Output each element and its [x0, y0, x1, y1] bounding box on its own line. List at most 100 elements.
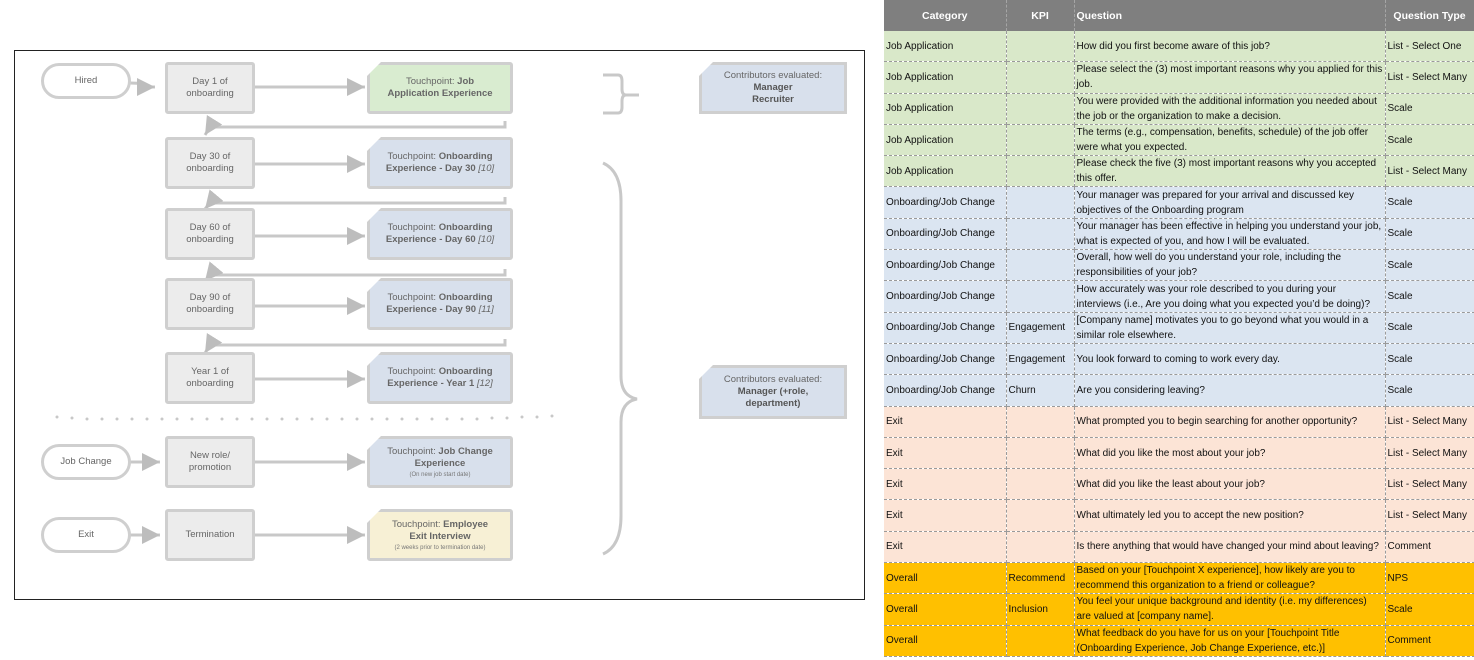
table-row: Job Application Please check the five (3)…: [884, 155, 1474, 188]
cell-question: Is there anything that would have change…: [1074, 531, 1386, 564]
cell-question: Your manager has been effective in helpi…: [1074, 218, 1386, 251]
tp-day90-ref: [11]: [478, 304, 494, 315]
cell-question-type: List - Select Many: [1385, 406, 1474, 438]
cell-question-type: Scale: [1385, 249, 1474, 282]
header-question: Question: [1074, 0, 1386, 31]
table-body: Job Application How did you first become …: [884, 31, 1474, 657]
tp-day60-ref: [10]: [478, 234, 495, 245]
tp-day90-bold2: Experience - Day 90: [386, 304, 479, 315]
cell-question-type: List - Select Many: [1385, 468, 1474, 501]
cell-category: Onboarding/Job Change: [884, 374, 1007, 407]
contributors-box-bottom: Contributors evaluated: Manager (+role, …: [699, 365, 847, 419]
step-new-role: New role/ promotion: [165, 436, 255, 488]
cell-kpi: Engagement: [1006, 343, 1075, 376]
step-day-30: Day 30 of onboarding: [165, 137, 255, 189]
cell-category: Onboarding/Job Change: [884, 218, 1007, 251]
tp-exit-prefix: Touchpoint:: [391, 518, 444, 530]
step-day-1-line1: Day 1 of: [192, 76, 228, 87]
cell-kpi: [1006, 31, 1075, 63]
cell-category: Onboarding/Job Change: [884, 280, 1007, 313]
cell-question-type: Scale: [1385, 280, 1474, 313]
cell-question-type: Scale: [1385, 218, 1474, 251]
touchpoint-job-application: Touchpoint: Job Application Experience: [367, 62, 513, 114]
touchpoint-year-1: Touchpoint: Onboarding Experience - Year…: [367, 352, 513, 404]
tp-day90-bold1: Onboarding: [438, 292, 493, 303]
cell-category: Overall: [884, 593, 1007, 626]
cell-question: Please check the five (3) most important…: [1074, 155, 1386, 188]
step-day-90-line2: onboarding: [186, 304, 234, 315]
cell-category: Job Application: [884, 124, 1007, 157]
cell-question-type: Scale: [1385, 93, 1474, 125]
tp-day60-bold2: Experience - Day 60: [385, 234, 479, 245]
contrib-bottom-label: Contributors evaluated:: [723, 374, 823, 385]
tp-year1-bold1: Onboarding: [438, 366, 493, 377]
step-day-30-line1: Day 30 of: [189, 151, 231, 162]
tp-day30-prefix: Touchpoint:: [387, 151, 439, 162]
header-question-type: Question Type: [1385, 0, 1474, 31]
start-node-exit: Exit: [41, 517, 131, 553]
cell-category: Exit: [884, 406, 1007, 438]
step-day-90-line1: Day 90 of: [189, 292, 231, 303]
touchpoint-day-30: Touchpoint: Onboarding Experience - Day …: [367, 137, 513, 189]
cell-question: What did you like the least about your j…: [1074, 468, 1386, 501]
touchpoint-job-change: Touchpoint: Job Change Experience (On ne…: [367, 436, 513, 488]
contributors-box-top: Contributors evaluated: Manager Recruite…: [699, 62, 847, 114]
step-day-60-line2: onboarding: [186, 234, 234, 245]
step-day-1: Day 1 of onboarding: [165, 62, 255, 114]
contrib-bottom-line1: Manager (+role,: [737, 386, 809, 397]
contrib-top-line1: Manager: [753, 82, 793, 93]
contrib-bottom-line2: department): [745, 398, 801, 409]
cell-kpi: [1006, 468, 1075, 501]
cell-category: Onboarding/Job Change: [884, 186, 1007, 219]
cell-question-type: Scale: [1385, 186, 1474, 219]
cell-question: Are you considering leaving?: [1074, 374, 1386, 407]
touchpoint-day-60: Touchpoint: Onboarding Experience - Day …: [367, 208, 513, 260]
start-node-hired: Hired: [41, 63, 131, 99]
step-day-60-line1: Day 60 of: [189, 222, 231, 233]
cell-kpi: Recommend: [1006, 562, 1075, 595]
cell-category: Exit: [884, 437, 1007, 470]
cell-question: How did you first become aware of this j…: [1074, 31, 1386, 63]
step-year-1-line2: onboarding: [186, 378, 234, 389]
tp-day60-prefix: Touchpoint:: [387, 222, 439, 233]
start-node-job-change: Job Change: [41, 444, 131, 480]
cell-kpi: [1006, 249, 1075, 282]
table-header-row: Category KPI Question Question Type: [884, 0, 1474, 31]
tp-exit-note: (2 weeks prior to termination date): [394, 544, 486, 551]
cell-question-type: Comment: [1385, 531, 1474, 564]
tp-day30-ref: [10]: [478, 163, 495, 174]
cell-category: Onboarding/Job Change: [884, 343, 1007, 376]
cell-category: Job Application: [884, 155, 1007, 188]
tp-day60-bold1: Onboarding: [438, 222, 493, 233]
cell-question: Overall, how well do you understand your…: [1074, 249, 1386, 282]
header-kpi: KPI: [1006, 0, 1075, 31]
cell-question-type: NPS: [1385, 562, 1474, 595]
connector-lines: [55, 73, 639, 556]
tp-year1-bold2: Experience - Year 1: [387, 378, 477, 389]
cell-kpi: [1006, 124, 1075, 157]
step-year-1-line1: Year 1 of: [191, 366, 229, 377]
tp-year1-ref: [12]: [476, 378, 493, 389]
contrib-top-label: Contributors evaluated:: [723, 70, 823, 81]
touchpoint-day-90: Touchpoint: Onboarding Experience - Day …: [367, 278, 513, 330]
cell-category: Job Application: [884, 61, 1007, 94]
cell-question-type: Scale: [1385, 124, 1474, 157]
header-category: Category: [884, 0, 1007, 31]
cell-kpi: Churn: [1006, 374, 1075, 407]
onboarding-flow-diagram: Hired Job Change Exit Day 1 of onboardin…: [14, 50, 865, 600]
cell-question: You were provided with the additional in…: [1074, 93, 1386, 125]
table-row: Onboarding/Job Change Your manager has be…: [884, 218, 1474, 251]
cell-kpi: [1006, 437, 1075, 470]
tp-day90-prefix: Touchpoint:: [387, 292, 439, 303]
cell-category: Onboarding/Job Change: [884, 249, 1007, 282]
tp-day30-bold2: Experience - Day 30: [385, 163, 479, 174]
cell-kpi: Engagement: [1006, 312, 1075, 344]
